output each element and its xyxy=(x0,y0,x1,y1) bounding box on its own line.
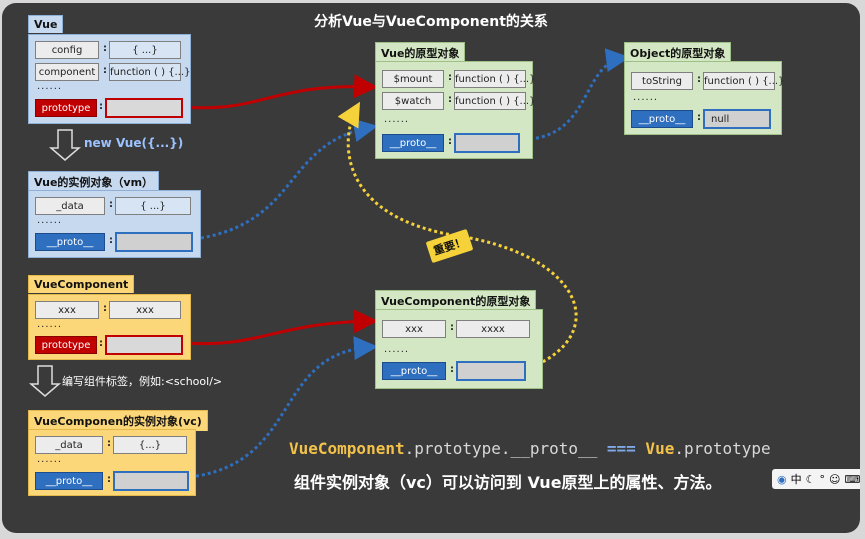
formula-part: .prototype.__proto__ xyxy=(404,439,607,458)
vuecomponent-box: xxx : xxx ...... prototype : xyxy=(28,294,191,360)
moon-icon[interactable]: ☾ xyxy=(805,472,816,486)
vue-constructor-box: config : { ...} component : function ( )… xyxy=(28,34,191,124)
vuecomponent-prototype-value xyxy=(105,335,183,355)
vm-proto-value xyxy=(115,232,193,252)
component-tag-note: 编写组件标签，例如:<school/> xyxy=(62,375,223,388)
down-arrow-new-vue xyxy=(48,129,82,161)
vm-tab: Vue的实例对象（vm） xyxy=(28,171,160,192)
colon: : xyxy=(109,199,113,210)
formula-part: .prototype xyxy=(674,439,771,458)
watch-value: function ( ) {...} xyxy=(454,92,535,110)
colon: : xyxy=(697,74,701,85)
diagram-title: 分析Vue与VueComponent的关系 xyxy=(314,14,548,30)
arrow-vue-prototype xyxy=(183,74,378,110)
vc-prototype-tab: VueComponent的原型对象 xyxy=(375,290,537,311)
formula-part: VueComponent xyxy=(289,439,405,458)
colon: : xyxy=(448,72,452,83)
ellipsis: ...... xyxy=(37,454,63,465)
smile-icon[interactable]: ☺ xyxy=(828,472,841,486)
colon: : xyxy=(99,338,103,349)
vc-proto-key: __proto__ xyxy=(35,472,103,490)
ellipsis: ...... xyxy=(384,114,410,125)
mount-key: $mount xyxy=(382,70,444,88)
tostring-value: function ( ) {...} xyxy=(703,72,784,90)
colon: : xyxy=(697,112,701,123)
object-proto-value: null xyxy=(703,109,771,129)
formula-part: === xyxy=(606,439,636,458)
vm-data-value: { ...} xyxy=(115,197,191,215)
vc-prototype-value: xxxx xyxy=(456,320,530,338)
colon: : xyxy=(103,65,107,76)
vc-instance-box: _data : {...} ...... __proto__ : xyxy=(28,429,196,496)
vuecomponent-value: xxx xyxy=(109,301,181,319)
vc-data-key: _data xyxy=(35,436,103,454)
ellipsis: ...... xyxy=(633,92,659,103)
colon: : xyxy=(99,101,103,112)
ellipsis: ...... xyxy=(37,215,63,226)
colon: : xyxy=(103,303,107,314)
component-value: function ( ) {...} xyxy=(109,63,190,81)
arrow-vueproto-proto xyxy=(529,48,630,141)
object-proto-key: __proto__ xyxy=(631,110,693,128)
vuecomponent-prototype-key: prototype xyxy=(35,336,97,354)
vc-tab: VueComponen的实例对象(vc) xyxy=(28,410,208,431)
ellipsis: ...... xyxy=(37,81,63,92)
arrow-vm-proto xyxy=(194,118,378,241)
vuecomponent-tab: VueComponent xyxy=(28,275,135,293)
punctuation-icon[interactable]: ° xyxy=(819,472,825,486)
down-arrow-component-tag xyxy=(28,365,62,397)
object-prototype-tab: Object的原型对象 xyxy=(624,42,732,63)
arrow-vc-prototype xyxy=(183,309,378,346)
vm-data-key: _data xyxy=(35,197,105,215)
summary-text: 组件实例对象（vc）可以访问到 Vue原型上的属性、方法。 xyxy=(294,473,722,492)
vc-proto-value xyxy=(113,471,189,491)
vue-prototype-box: $mount : function ( ) {...} $watch : fun… xyxy=(375,61,535,159)
ellipsis: ...... xyxy=(384,344,410,355)
colon: : xyxy=(103,43,107,54)
mount-value: function ( ) {...} xyxy=(454,70,535,88)
colon: : xyxy=(107,474,111,485)
object-prototype-box: toString : function ( ) {...} ...... __p… xyxy=(624,61,784,135)
colon: : xyxy=(109,235,113,246)
vc-data-value: {...} xyxy=(113,436,187,454)
ime-language[interactable]: 中 xyxy=(790,473,802,486)
vuecomponent-key: xxx xyxy=(35,301,99,319)
ellipsis: ...... xyxy=(37,319,63,330)
tostring-key: toString xyxy=(631,72,693,90)
vc-prototype-key: xxx xyxy=(382,320,446,338)
vue-prototype-value xyxy=(105,98,183,118)
colon: : xyxy=(450,364,454,375)
arrow-vc-instance-proto xyxy=(189,336,378,479)
colon: : xyxy=(450,322,454,333)
formula: VueComponent.prototype.__proto__ === Vue… xyxy=(289,439,771,458)
vc-prototype-proto-key: __proto__ xyxy=(382,362,446,380)
vm-proto-key: __proto__ xyxy=(35,233,105,251)
formula-part: Vue xyxy=(635,439,675,458)
component-key: component xyxy=(35,63,99,81)
config-value: { ...} xyxy=(109,41,181,59)
config-key: config xyxy=(35,41,99,59)
new-vue-label: new Vue({...}) xyxy=(84,136,184,150)
vue-prototype-key: prototype xyxy=(35,99,97,117)
vue-prototype-proto-value xyxy=(454,133,520,153)
vc-prototype-proto-value xyxy=(456,361,526,381)
ime-logo-icon[interactable]: ◉ xyxy=(777,472,787,486)
vm-instance-box: _data : { ...} ...... __proto__ : xyxy=(28,190,201,258)
vue-prototype-tab: Vue的原型对象 xyxy=(375,42,466,63)
keyboard-icon[interactable]: ⌨ xyxy=(844,472,860,486)
colon: : xyxy=(448,136,452,147)
vc-prototype-box: xxx : xxxx ...... __proto__ : xyxy=(375,309,543,389)
colon: : xyxy=(107,438,111,449)
slide-frame: 分析Vue与VueComponent的关系 Vue config : { ...… xyxy=(2,3,860,533)
watch-key: $watch xyxy=(382,92,444,110)
colon: : xyxy=(448,94,452,105)
ime-toolbar[interactable]: ◉ 中 ☾ ° ☺ ⌨ ⚙ xyxy=(772,469,860,489)
vue-prototype-proto-key: __proto__ xyxy=(382,134,444,152)
vue-tab: Vue xyxy=(28,15,64,33)
